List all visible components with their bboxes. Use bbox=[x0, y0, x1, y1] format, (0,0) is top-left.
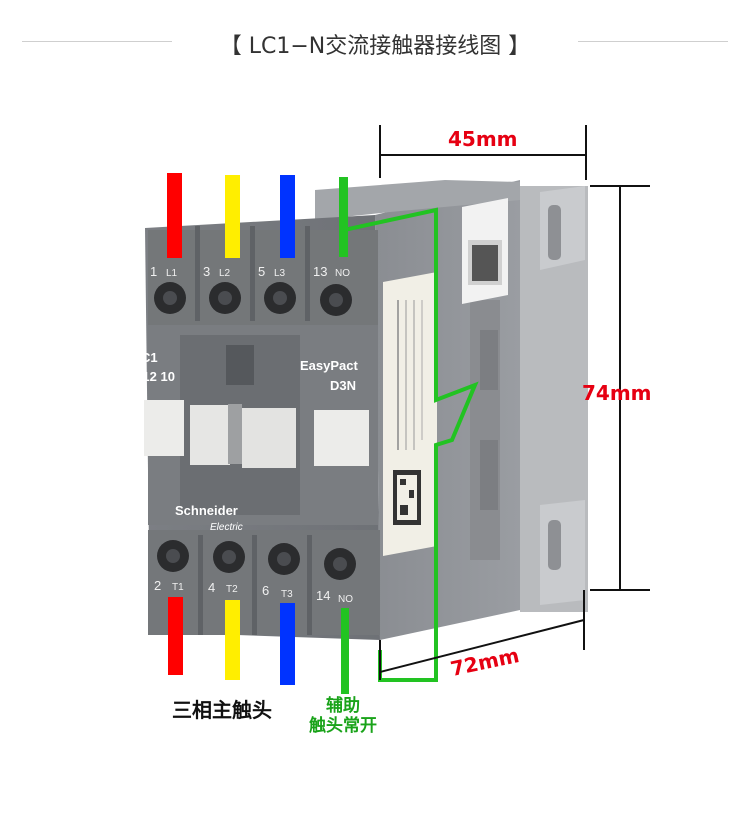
bottom-terminal-name-4: NO bbox=[338, 594, 353, 605]
wire-t2-bottom bbox=[225, 600, 240, 680]
top-terminal-name-1: L1 bbox=[166, 268, 178, 279]
top-terminal-num-4: 13 bbox=[313, 264, 327, 279]
bottom-terminal-num-2: 4 bbox=[208, 580, 215, 595]
wire-l1-top bbox=[167, 173, 182, 258]
brand-name: Schneider bbox=[175, 503, 238, 518]
top-terminal-name-4: NO bbox=[335, 268, 350, 279]
top-terminal-num-1: 1 bbox=[150, 264, 157, 279]
top-terminal-num-2: 3 bbox=[203, 264, 210, 279]
top-terminal-name-2: L2 bbox=[219, 268, 231, 279]
bottom-terminal-name-1: T1 bbox=[172, 582, 184, 593]
bottom-terminal-name-3: T3 bbox=[281, 589, 293, 600]
phase-wires-top bbox=[167, 173, 348, 258]
width-dimension-label: 45mm bbox=[448, 127, 518, 151]
bottom-terminal-num-1: 2 bbox=[154, 578, 161, 593]
height-dimension-label: 74mm bbox=[582, 381, 652, 405]
wire-l3-top bbox=[280, 175, 295, 258]
mounting-bracket bbox=[515, 186, 588, 612]
bottom-screws bbox=[157, 540, 356, 580]
wire-13-top bbox=[339, 177, 348, 257]
model-line-1: LC1 bbox=[133, 350, 158, 365]
wire-t1-bottom bbox=[168, 597, 183, 675]
aux-label-line-2: 触头常开 bbox=[309, 716, 377, 736]
model-line-2: N12 10 bbox=[133, 369, 175, 384]
top-terminal-name-3: L3 bbox=[274, 268, 286, 279]
aux-contact-outline bbox=[343, 207, 479, 682]
aux-label-line-1: 辅助 bbox=[326, 696, 360, 716]
top-screws bbox=[154, 282, 352, 316]
aux-contacts-label: 辅助 触头常开 bbox=[298, 696, 388, 736]
series-line-2: D3N bbox=[330, 378, 356, 393]
wire-14-bottom bbox=[341, 608, 349, 694]
wire-l2-top bbox=[225, 175, 240, 258]
dimension-lines bbox=[379, 125, 650, 680]
title-rule-right bbox=[578, 41, 728, 42]
top-terminal-num-3: 5 bbox=[258, 264, 265, 279]
series-line-1: EasyPact bbox=[300, 358, 358, 373]
title-rule-left bbox=[22, 41, 172, 42]
diagram-title: 【 LC1−N交流接触器接线图 】 bbox=[219, 34, 531, 59]
main-contacts-label: 三相主触头 bbox=[172, 698, 272, 722]
brand-sub: Electric bbox=[210, 522, 243, 533]
bottom-terminal-name-2: T2 bbox=[226, 584, 238, 595]
bottom-terminal-num-3: 6 bbox=[262, 583, 269, 598]
phase-wires-bottom bbox=[168, 597, 349, 694]
side-label bbox=[383, 198, 508, 556]
wire-t3-bottom bbox=[280, 603, 295, 685]
bottom-terminal-num-4: 14 bbox=[316, 588, 330, 603]
